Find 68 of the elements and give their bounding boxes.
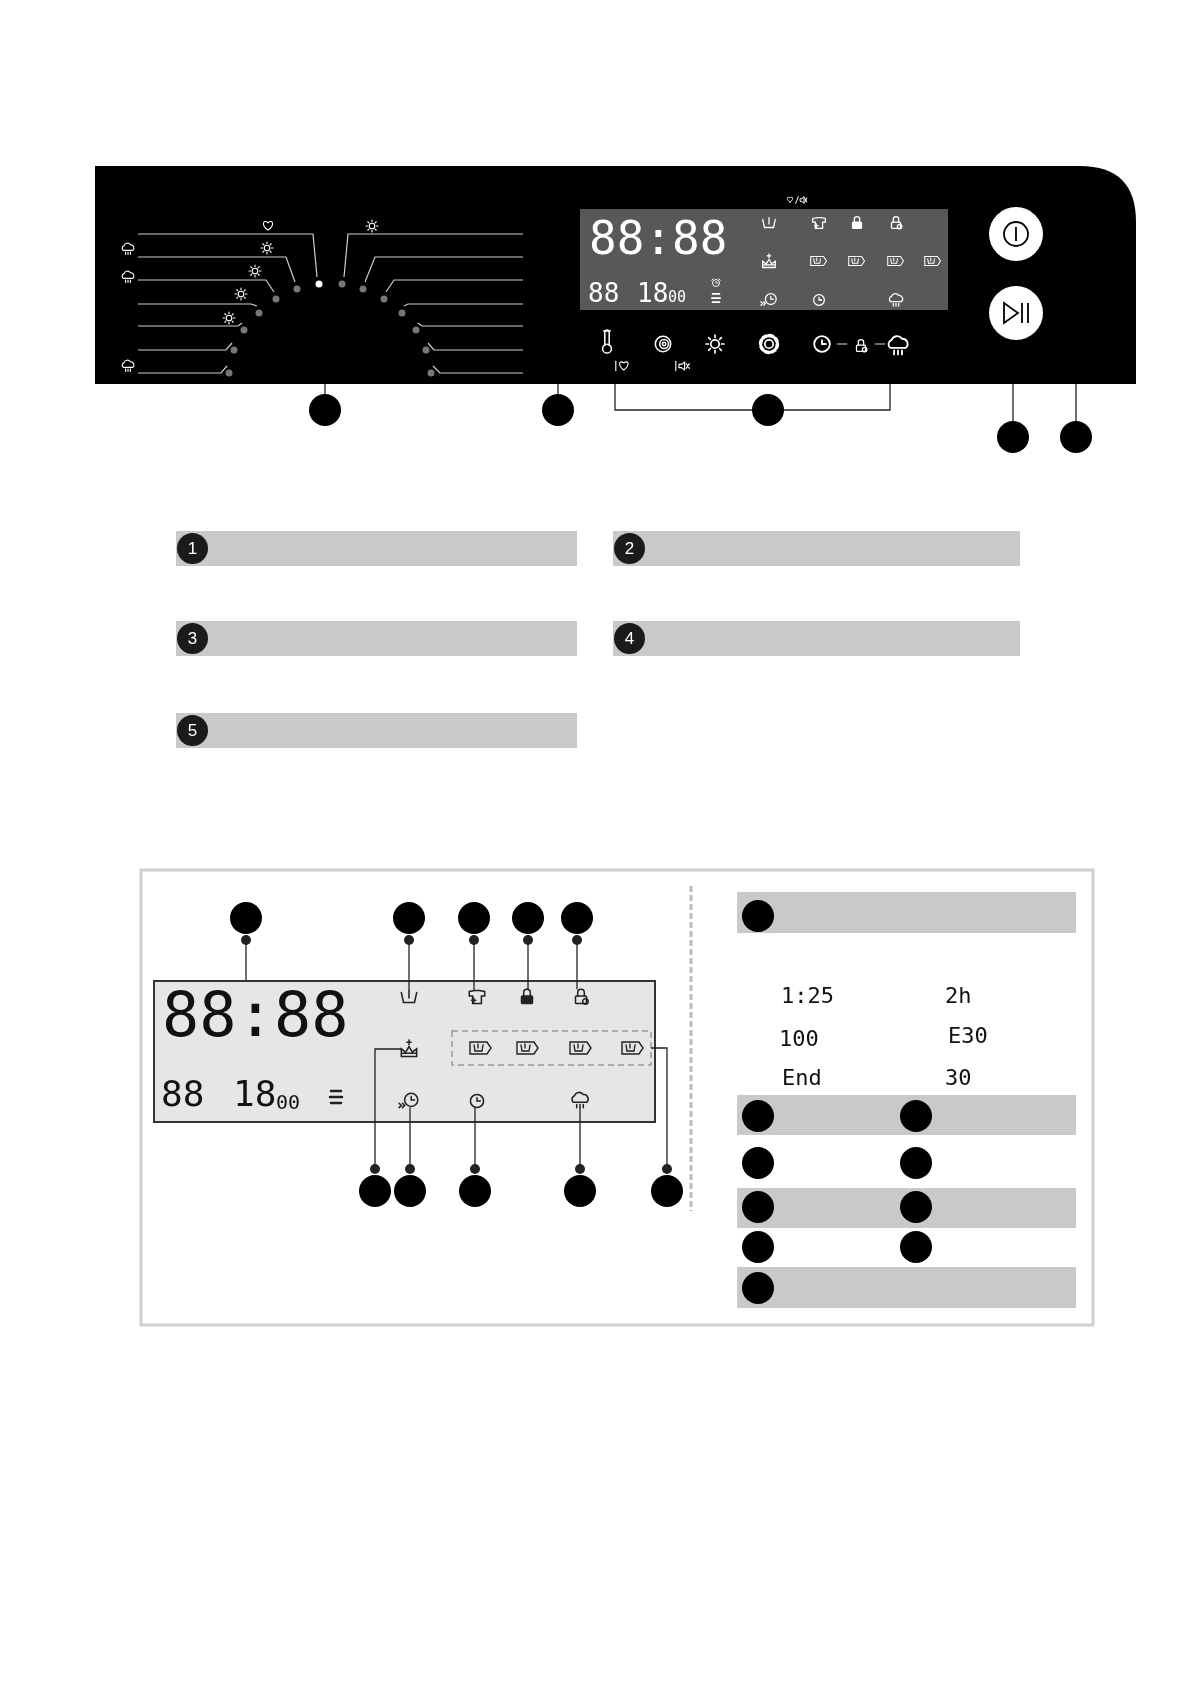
lcd-screen bbox=[153, 980, 656, 1123]
dashed-outline bbox=[451, 1030, 652, 1066]
leader-line bbox=[614, 383, 891, 411]
callout-circle bbox=[997, 421, 1029, 453]
callout-circle bbox=[1060, 421, 1092, 453]
number-badge: 1 bbox=[177, 533, 208, 564]
callout-circle bbox=[458, 902, 490, 934]
lcd-digits: End bbox=[782, 1067, 822, 1089]
lcd-digits: 1:25 bbox=[781, 985, 834, 1007]
child-lock-icon bbox=[574, 988, 589, 1005]
shirt-icon bbox=[468, 989, 486, 1005]
leader-line bbox=[523, 935, 533, 990]
lcd-digits: 18 bbox=[233, 1076, 277, 1112]
callout-circle bbox=[309, 394, 341, 426]
crown-icon bbox=[400, 1039, 418, 1058]
leader-line bbox=[405, 1106, 415, 1174]
heading-bar bbox=[176, 621, 577, 656]
lcd-digits: 18 bbox=[637, 280, 669, 306]
lcd-digits: 00 bbox=[276, 1092, 301, 1112]
leader-line bbox=[557, 383, 559, 395]
callout-circle bbox=[752, 394, 784, 426]
leader-line bbox=[324, 383, 326, 395]
leader-line bbox=[404, 935, 414, 992]
leader-line bbox=[572, 935, 582, 990]
lcd-digits: 88 bbox=[161, 1076, 205, 1112]
callout-circle bbox=[564, 1175, 596, 1207]
callout-circle bbox=[651, 1175, 683, 1207]
callout-circle bbox=[900, 1147, 932, 1179]
lcd-digits: 100 bbox=[779, 1028, 819, 1050]
lcd-digits: E30 bbox=[948, 1025, 988, 1047]
callout-circle bbox=[742, 1147, 774, 1179]
heading-bar bbox=[613, 621, 1020, 656]
number-badge: 2 bbox=[614, 533, 645, 564]
leader-line bbox=[575, 1107, 585, 1174]
callout-circle bbox=[359, 1175, 391, 1207]
leader-line bbox=[1012, 383, 1014, 422]
leader-line bbox=[1075, 383, 1077, 422]
callout-circle bbox=[512, 902, 544, 934]
leader-line bbox=[470, 1106, 480, 1174]
lcd-digits: 00 bbox=[668, 290, 687, 305]
lcd-digits: 88 bbox=[588, 280, 620, 306]
heading-bar bbox=[176, 713, 577, 748]
callout-circle bbox=[900, 1231, 932, 1263]
heading-bar bbox=[176, 531, 577, 566]
lock-icon bbox=[520, 988, 534, 1005]
lcd-digits: 30 bbox=[945, 1067, 972, 1089]
number-badge: 4 bbox=[614, 623, 645, 654]
leader-line bbox=[241, 935, 251, 982]
callout-circle bbox=[230, 902, 262, 934]
basin-icon bbox=[400, 989, 418, 1004]
quick-clock-icon bbox=[398, 1092, 419, 1109]
callout-circle bbox=[561, 902, 593, 934]
leader-line bbox=[650, 1047, 672, 1174]
steam-icon bbox=[571, 1091, 589, 1109]
number-badge: 5 bbox=[177, 715, 208, 746]
leader-line bbox=[469, 935, 479, 992]
number-badge: 3 bbox=[177, 623, 208, 654]
callout-circle bbox=[394, 1175, 426, 1207]
lcd-digits: 88:88 bbox=[589, 215, 728, 261]
callout-circle bbox=[393, 902, 425, 934]
lcd-digits: 2h bbox=[945, 985, 972, 1007]
lcd-digits: 88:88 bbox=[162, 984, 349, 1046]
callout-circle bbox=[742, 1231, 774, 1263]
callout-circle bbox=[459, 1175, 491, 1207]
heading-bar bbox=[613, 531, 1020, 566]
callout-circle bbox=[542, 394, 574, 426]
clock-icon bbox=[469, 1093, 485, 1109]
leader-line bbox=[370, 1048, 402, 1174]
